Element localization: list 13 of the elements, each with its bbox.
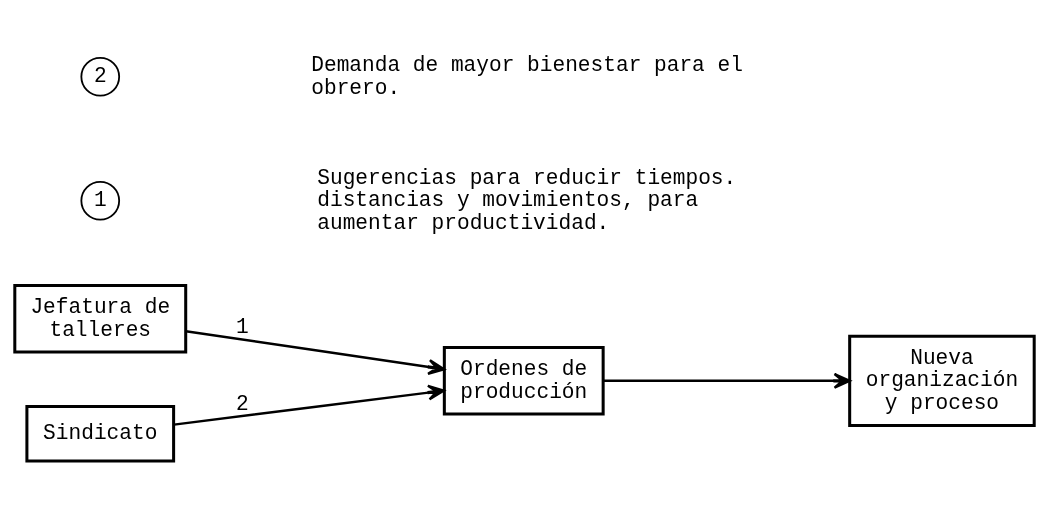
label: Sugerencias para reducir tiempos. distancias y movimientos, para aumentar productividad.	[317, 165, 737, 236]
arrow	[603, 372, 851, 389]
arrow	[173, 384, 445, 426]
label: 2	[93, 64, 107, 89]
edge-label: 1	[236, 314, 249, 339]
node-box: Jefatura de talleres	[13, 284, 188, 354]
arrow	[185, 330, 446, 375]
label: Demanda de mayor bienestar para el obrero.	[311, 53, 743, 100]
node-box: Nueva organización y proceso	[848, 334, 1036, 427]
node-box: Sindicato	[25, 405, 176, 463]
edge-label: 2	[236, 391, 249, 416]
node-box: Ordenes de producción	[442, 346, 605, 416]
label: 1	[93, 188, 107, 213]
